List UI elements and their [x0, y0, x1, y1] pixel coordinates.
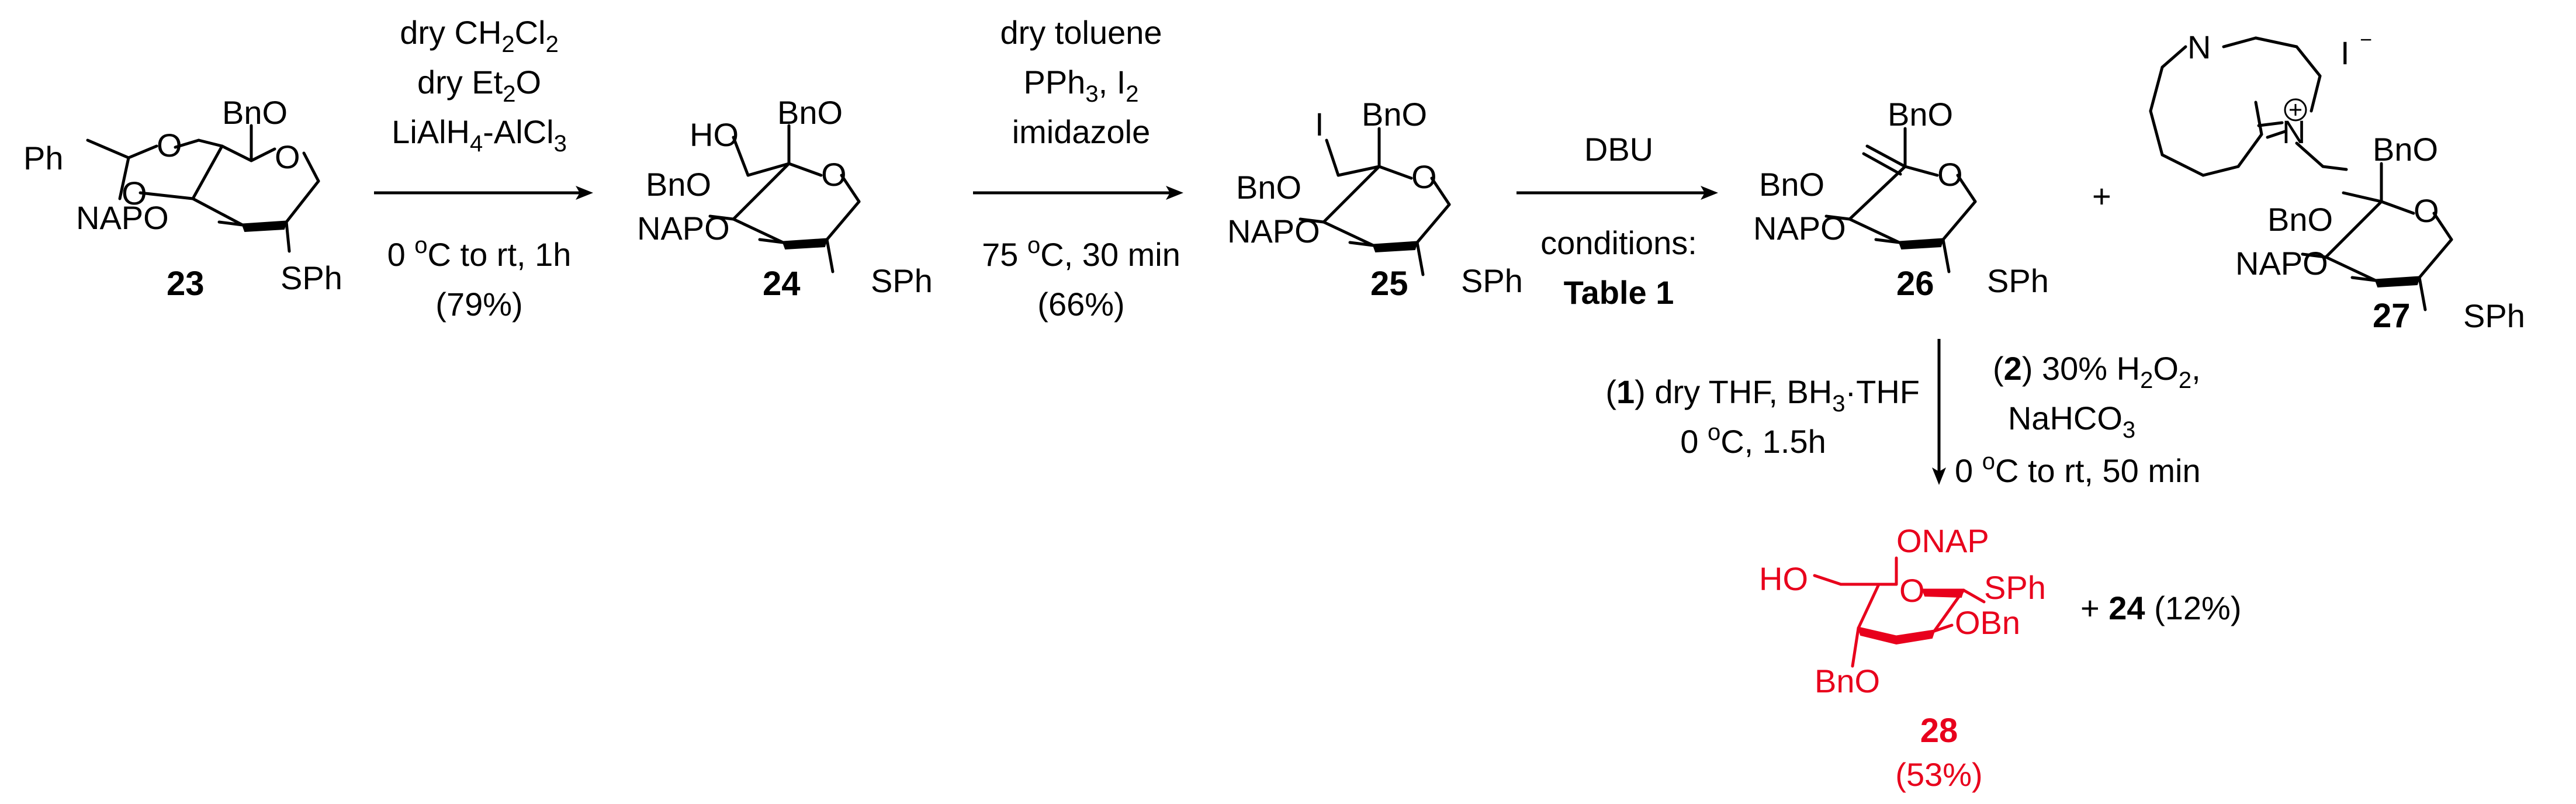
napo-label: NAPO	[1227, 213, 1320, 249]
byproduct-label: + 24 (12%)	[2080, 590, 2242, 626]
bno-label-left: BnO	[646, 166, 711, 203]
step4-right-line1: (2) 30% H2O2,	[1993, 350, 2201, 393]
step1-line2: dry Et2O	[417, 64, 541, 107]
plus-sign: +	[2092, 178, 2111, 214]
ring-o-label: O	[821, 156, 847, 193]
ring-o-label: O	[275, 138, 300, 175]
ring-o-label: O	[2414, 192, 2439, 229]
onap-label: ONAP	[1896, 522, 1989, 559]
n-label-1: N	[2187, 29, 2211, 65]
compound-number-25: 25	[1370, 265, 1408, 303]
arrowhead-3	[1701, 186, 1718, 200]
sph-label: SPh	[871, 262, 933, 299]
ring-o-label: O	[1411, 158, 1437, 195]
compound-number-28: 28	[1920, 712, 1958, 750]
bno-label-left: BnO	[1236, 169, 1301, 206]
step1-line4: 0 oC to rt, 1h	[387, 233, 572, 273]
step4-left-line1: (1) dry THF, BH3·THF	[1605, 373, 1920, 417]
iodide-label: I	[2340, 34, 2350, 71]
napo-label: NAPO	[2235, 245, 2328, 282]
step3-line3: Table 1	[1564, 274, 1674, 311]
bno-label-top: BnO	[2373, 131, 2438, 168]
compound-number-26: 26	[1896, 265, 1934, 303]
step4-left-line2: 0 oC, 1.5h	[1680, 420, 1826, 460]
yield-28: (53%)	[1895, 756, 1982, 793]
step4-conditions: (1) dry THF, BH3·THF 0 oC, 1.5h (2) 30% …	[1605, 339, 2201, 489]
step1-line3: LiAlH4-AlCl3	[392, 113, 567, 157]
step2-line2: PPh3, I2	[1023, 64, 1138, 107]
compound-24: HO BnO BnO O NAPO SPh 24	[637, 94, 933, 303]
n-label-2: N	[2282, 113, 2305, 150]
ph-label: Ph	[23, 140, 64, 176]
compound-27: N I − N BnO BnO O NAPO SPh 27	[2149, 27, 2525, 335]
step4-right-line2: NaHCO3	[2008, 400, 2135, 443]
step1-conditions: dry CH2Cl2 dry Et2O LiAlH4-AlCl3 0 oC to…	[374, 14, 593, 323]
sph-label: SPh	[1461, 262, 1523, 299]
napo-label: NAPO	[76, 199, 169, 236]
bno-label-top: BnO	[1362, 96, 1427, 133]
step4-right-line3: 0 oC to rt, 50 min	[1955, 449, 2201, 489]
arrowhead-1	[576, 186, 593, 200]
step1-line1: dry CH2Cl2	[400, 14, 559, 57]
compound-28: ONAP HO O SPh OBn BnO 28 (53%)	[1759, 522, 2046, 793]
compound-23: Ph O O BnO O NAPO SPh 23	[23, 94, 342, 303]
iodide-charge: −	[2360, 27, 2372, 51]
step2-line3: imidazole	[1012, 113, 1151, 150]
obn-label: OBn	[1955, 604, 2020, 641]
arrowhead-4	[1932, 467, 1946, 485]
sph-label: SPh	[1984, 569, 2046, 606]
bno-label: BnO	[1815, 663, 1880, 699]
step2-line1: dry toluene	[1000, 14, 1162, 51]
i-label: I	[1315, 106, 1324, 143]
sph-label: SPh	[281, 259, 342, 296]
compound-number-23: 23	[167, 265, 205, 303]
compound-number-27: 27	[2373, 297, 2411, 335]
bno-label-left: BnO	[1759, 166, 1824, 203]
sph-label: SPh	[1987, 262, 2049, 299]
compound-25: I BnO BnO O NAPO SPh 25	[1227, 96, 1523, 303]
step3-reagent: DBU	[1584, 131, 1653, 168]
step1-yield: (79%)	[435, 286, 522, 323]
napo-label: NAPO	[637, 210, 730, 247]
bno-label-left: BnO	[2267, 201, 2333, 238]
step3-line2: conditions:	[1540, 224, 1697, 261]
ring-o-label: O	[1899, 572, 1925, 609]
compound-26: BnO BnO O NAPO SPh 26	[1753, 96, 2049, 303]
step3-conditions: DBU conditions: Table 1	[1516, 131, 1718, 311]
ho-label: HO	[690, 116, 739, 153]
step2-conditions: dry toluene PPh3, I2 imidazole 75 oC, 30…	[973, 14, 1183, 323]
ring-o-label: O	[1937, 156, 1963, 193]
step2-yield: (66%)	[1037, 286, 1124, 323]
ho-label: HO	[1759, 560, 1808, 597]
bno-label-top: BnO	[777, 94, 843, 131]
bno-label: BnO	[222, 94, 288, 131]
step2-line4: 75 oC, 30 min	[982, 233, 1180, 273]
compound-number-24: 24	[763, 265, 801, 303]
bno-label-top: BnO	[1888, 96, 1953, 133]
arrowhead-2	[1166, 186, 1183, 200]
sph-label: SPh	[2463, 297, 2525, 334]
o-label-2: O	[122, 175, 147, 212]
napo-label: NAPO	[1753, 210, 1846, 247]
o-label-1: O	[157, 127, 182, 164]
